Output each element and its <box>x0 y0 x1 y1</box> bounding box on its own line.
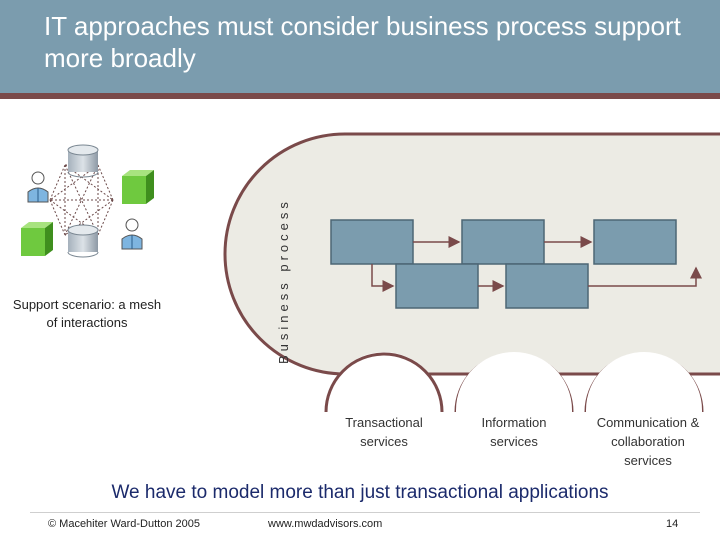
footer-website: www.mwdadvisors.com <box>268 518 383 530</box>
process-step-2 <box>461 219 545 265</box>
business-process-label: Business process <box>276 198 291 364</box>
process-connectors <box>371 236 702 292</box>
title-bar <box>0 0 720 93</box>
tagline: We have to model more than just transact… <box>111 482 609 503</box>
mesh-network-icon <box>49 164 114 236</box>
support-scenario-caption: Support scenario: a mesh of interactions <box>12 297 162 330</box>
service-arches <box>324 352 704 420</box>
process-step-5 <box>505 263 589 309</box>
database-icon <box>67 224 99 258</box>
database-icon <box>67 144 99 178</box>
process-step-1 <box>330 219 414 265</box>
information-services-label: Information services <box>481 415 547 449</box>
process-steps <box>330 219 677 309</box>
transactional-services-label: Transactional services <box>345 415 423 449</box>
footer-copyright: © Macehiter Ward-Dutton 2005 <box>48 518 200 530</box>
green-cube-icon <box>122 170 154 204</box>
footer-divider <box>30 512 700 513</box>
person-icon <box>121 218 143 250</box>
communication-services-label: Communication & collaboration services <box>596 415 700 468</box>
process-step-4 <box>395 263 479 309</box>
green-cube-icon <box>21 222 53 256</box>
title-underline <box>0 93 720 99</box>
person-icon <box>27 171 49 203</box>
slide-title: IT approaches must consider business pro… <box>44 11 681 73</box>
process-step-3 <box>593 219 677 265</box>
page-number: 14 <box>666 518 679 530</box>
